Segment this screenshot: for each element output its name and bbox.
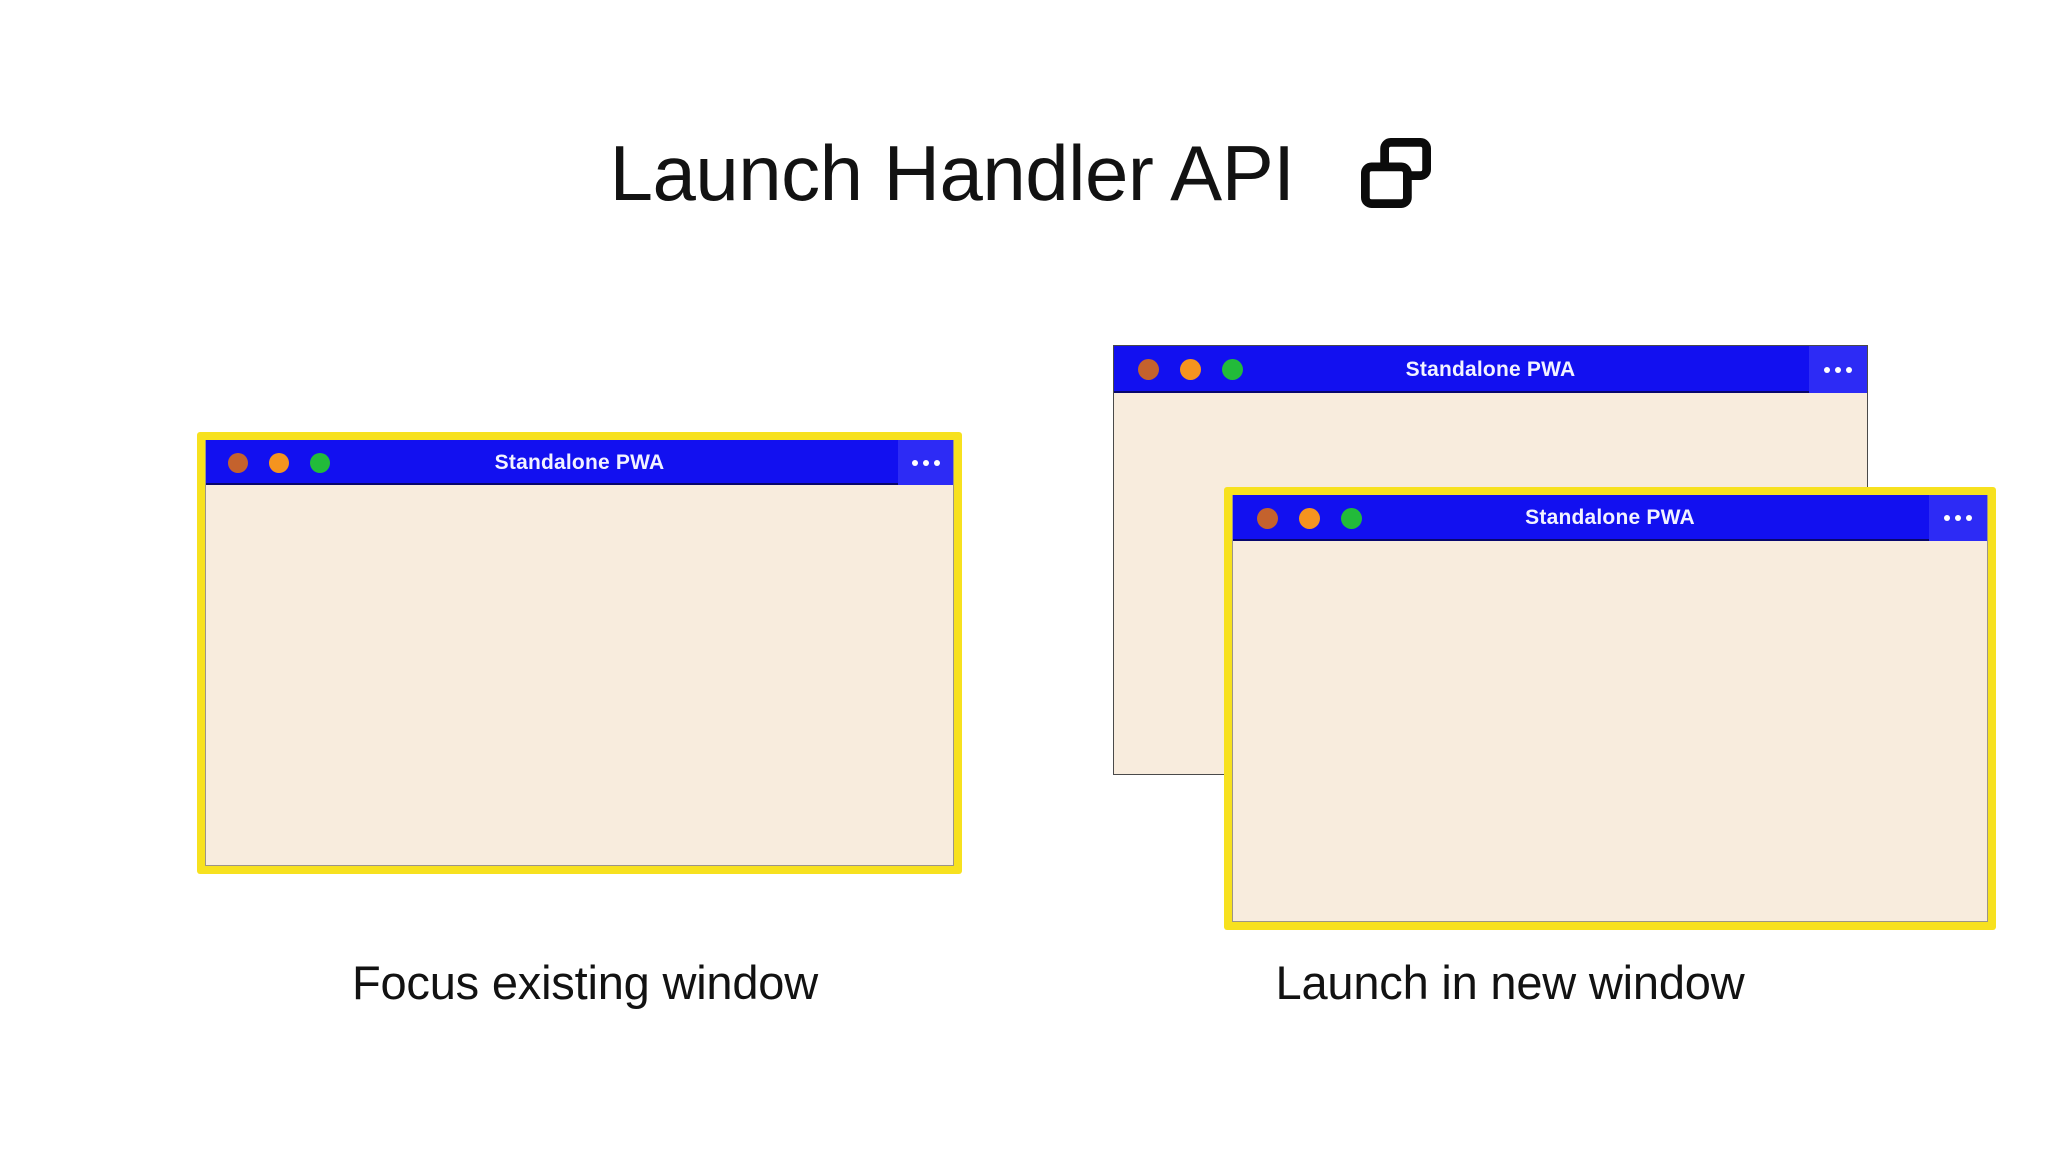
page-header: Launch Handler API (0, 118, 2048, 228)
pwa-window-focused-new[interactable]: Standalone PWA (1224, 487, 1996, 930)
menu-dot-icon (1966, 515, 1972, 521)
menu-dot-icon (1824, 366, 1830, 373)
close-window-icon[interactable] (1257, 507, 1278, 529)
minimize-window-icon[interactable] (1180, 359, 1201, 380)
window-overflow-menu-button[interactable] (1809, 346, 1867, 393)
menu-dot-icon (1835, 366, 1841, 373)
menu-dot-icon (933, 459, 940, 466)
window-overflow-menu-button[interactable] (898, 440, 953, 485)
window-content-area[interactable] (206, 485, 953, 865)
page-title: Launch Handler API (609, 129, 1295, 217)
menu-dot-icon (922, 459, 929, 466)
close-window-icon[interactable] (228, 452, 248, 473)
minimize-window-icon[interactable] (269, 452, 289, 473)
window-frame: Standalone PWA (1232, 495, 1988, 922)
multi-window-icon (1361, 138, 1432, 208)
window-frame: Standalone PWA (205, 440, 954, 866)
menu-dot-icon (911, 459, 918, 466)
menu-dot-icon (1846, 366, 1852, 373)
window-titlebar[interactable]: Standalone PWA (1233, 495, 1987, 541)
minimize-window-icon[interactable] (1299, 507, 1320, 529)
window-overflow-menu-button[interactable] (1929, 495, 1987, 541)
maximize-window-icon[interactable] (310, 452, 330, 473)
window-titlebar[interactable]: Standalone PWA (1114, 346, 1867, 393)
caption-focus-existing-window: Focus existing window (351, 956, 818, 1009)
traffic-light-group (228, 452, 330, 473)
close-window-icon[interactable] (1138, 359, 1159, 380)
window-content-area[interactable] (1233, 541, 1987, 921)
menu-dot-icon (1955, 515, 1961, 521)
traffic-light-group (1257, 507, 1362, 529)
caption-launch-new-window: Launch in new window (1275, 956, 1745, 1009)
maximize-window-icon[interactable] (1222, 359, 1243, 380)
pwa-window-focused-existing[interactable]: Standalone PWA (197, 432, 962, 874)
maximize-window-icon[interactable] (1341, 507, 1362, 529)
traffic-light-group (1138, 359, 1243, 380)
window-titlebar[interactable]: Standalone PWA (206, 440, 953, 485)
menu-dot-icon (1944, 515, 1950, 521)
